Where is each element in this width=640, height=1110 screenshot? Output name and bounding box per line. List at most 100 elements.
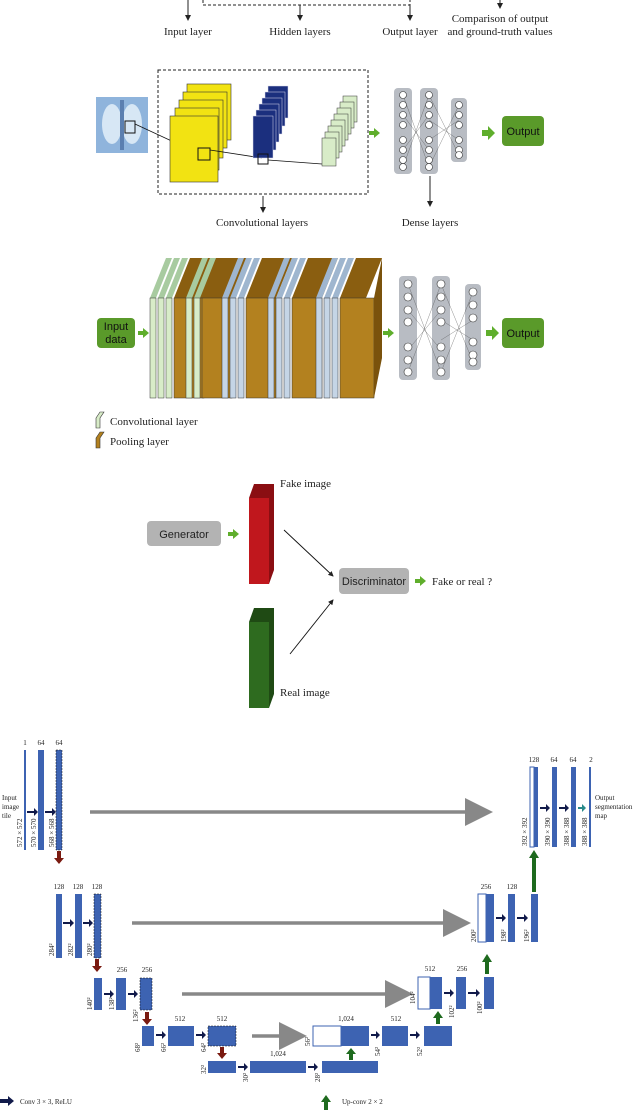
unet-input-tile-2: image bbox=[2, 803, 19, 811]
unet-upconv-2 bbox=[482, 954, 492, 974]
unet-s102: 102² bbox=[448, 1005, 456, 1018]
unet-ch-1024-b: 1,024 bbox=[338, 1015, 354, 1023]
cnn2-input-label-1: Input bbox=[104, 321, 128, 333]
unet-s280: 280² bbox=[86, 943, 94, 956]
real-image-label: Real image bbox=[280, 687, 330, 699]
unet-ch-64-d: 64 bbox=[570, 756, 578, 764]
unet-dec4-conv2 bbox=[424, 1026, 452, 1046]
unet-enc2-conv1 bbox=[75, 894, 82, 958]
cnn-output-box bbox=[502, 116, 544, 146]
unet-dec1-output bbox=[589, 767, 591, 847]
unet-ch-128-d: 128 bbox=[507, 883, 518, 891]
cnn2-section: Input data bbox=[95, 258, 544, 449]
unet-s104: 104² bbox=[409, 991, 417, 1004]
unet-dec1-conv1 bbox=[552, 767, 557, 847]
unet-s66: 66² bbox=[160, 1043, 168, 1052]
unet-s568: 568 × 568 bbox=[48, 818, 56, 847]
generator-arrow bbox=[228, 529, 239, 539]
unet-dec3-copy bbox=[417, 976, 431, 1010]
unet-ch-512-b: 512 bbox=[217, 1015, 228, 1023]
unet-s198: 198² bbox=[500, 929, 508, 942]
unet-s56: 56² bbox=[304, 1037, 312, 1046]
unet-dec3-conv1 bbox=[456, 977, 466, 1009]
unet-s100: 100² bbox=[476, 1001, 484, 1014]
unet-s388-a: 388 × 388 bbox=[563, 817, 571, 846]
unet-ch-64-b: 64 bbox=[56, 739, 64, 747]
unet-pool-1 bbox=[54, 851, 64, 864]
unet-dec1-copy bbox=[529, 766, 535, 848]
unet-s68: 68² bbox=[134, 1043, 142, 1052]
unet-ch-128-c: 128 bbox=[92, 883, 103, 891]
ann-section: Input layer Hidden layers Output layer C… bbox=[164, 0, 553, 38]
cnn2-layer-stack bbox=[149, 258, 382, 399]
unet-pool-2 bbox=[92, 959, 102, 972]
legend-pool-label: Pooling layer bbox=[110, 436, 169, 448]
unet-ch-256-c: 256 bbox=[457, 965, 468, 973]
cnn2-input-label-2: data bbox=[105, 334, 127, 346]
unet-ch-128-e: 128 bbox=[529, 756, 540, 764]
cnn2-output-label: Output bbox=[506, 328, 539, 340]
unet-dec2-conv2 bbox=[531, 894, 538, 942]
unet-s570: 570 × 570 bbox=[30, 818, 38, 847]
cnn-output-arrow bbox=[482, 126, 495, 140]
cnn-flow-arrow bbox=[369, 128, 380, 138]
unet-ch-256-d: 256 bbox=[481, 883, 492, 891]
unet-dec2-up bbox=[486, 894, 494, 942]
ann-input-layer-label: Input layer bbox=[164, 26, 212, 38]
cnn2-input-box bbox=[97, 318, 135, 348]
cnn2-dense-net bbox=[399, 276, 481, 380]
unet-upconv-3 bbox=[433, 1011, 443, 1024]
unet-dec4-conv1 bbox=[382, 1026, 408, 1046]
unet-ch-64-c: 64 bbox=[551, 756, 559, 764]
cnn2-flow-arrow bbox=[383, 328, 394, 338]
unet-upconv-4 bbox=[346, 1048, 356, 1060]
unet-legend-upconv-label: Up-conv 2 × 2 bbox=[342, 1098, 383, 1106]
unet-input-tile-3: tile bbox=[2, 812, 11, 820]
legend-conv-label: Convolutional layer bbox=[110, 416, 198, 428]
generator-label: Generator bbox=[159, 529, 209, 541]
unet-ch-64-a: 64 bbox=[38, 739, 46, 747]
unet-output-map-3: map bbox=[595, 812, 608, 820]
unet-ch-512-c: 512 bbox=[391, 1015, 402, 1023]
cnn2-input-arrow bbox=[138, 328, 149, 338]
unet-enc3-conv2 bbox=[139, 977, 153, 1011]
unet-bottleneck-conv2 bbox=[322, 1061, 378, 1073]
unet-pool-4 bbox=[217, 1047, 227, 1059]
unet-section: 1 64 64 Input image tile 572 × 572 570 ×… bbox=[0, 739, 633, 1110]
unet-s138: 138² bbox=[108, 997, 116, 1010]
unet-s282: 282² bbox=[67, 943, 75, 956]
unet-s392: 392 × 392 bbox=[521, 817, 529, 846]
unet-dec1-up bbox=[534, 767, 538, 847]
unet-enc2-pool bbox=[56, 894, 62, 958]
unet-s64: 64² bbox=[200, 1043, 208, 1052]
conv-layers-box bbox=[157, 69, 369, 195]
conv-layers-label: Convolutional layers bbox=[216, 217, 308, 229]
unet-enc2-conv2 bbox=[93, 893, 102, 959]
fake-image-label: Fake image bbox=[280, 478, 331, 490]
dense-layers-label: Dense layers bbox=[402, 217, 459, 229]
unet-s390: 390 × 390 bbox=[544, 817, 552, 846]
cnn2-output-arrow bbox=[486, 326, 499, 340]
unet-enc4-conv1 bbox=[168, 1026, 194, 1046]
unet-legend-upconv-arrow bbox=[321, 1095, 331, 1110]
unet-ch-1024-a: 1,024 bbox=[270, 1050, 286, 1058]
unet-ch-256-a: 256 bbox=[117, 966, 128, 974]
gan-section: Generator Fake image Real image Discrimi… bbox=[147, 478, 492, 708]
unet-ch-512-d: 512 bbox=[425, 965, 436, 973]
legend-pool-swatch bbox=[95, 431, 105, 449]
unet-input-tile-1: Input bbox=[2, 794, 17, 802]
unet-bottleneck-conv1 bbox=[250, 1061, 306, 1073]
yellow-feature-maps bbox=[169, 83, 232, 183]
ann-comparison-label-1: Comparison of output bbox=[452, 13, 549, 25]
unet-upconv-1 bbox=[529, 850, 539, 892]
discriminator-label: Discriminator bbox=[342, 576, 407, 588]
unet-pool-3 bbox=[142, 1012, 152, 1025]
unet-s28: 28² bbox=[314, 1073, 322, 1082]
unet-dec4-copy bbox=[312, 1025, 342, 1047]
unet-dec2-conv1 bbox=[508, 894, 515, 942]
xray-image bbox=[96, 97, 148, 153]
real-image-slab bbox=[249, 622, 269, 708]
ann-comparison-label-2: and ground-truth values bbox=[447, 26, 552, 38]
unet-enc3-pool bbox=[94, 978, 102, 1010]
